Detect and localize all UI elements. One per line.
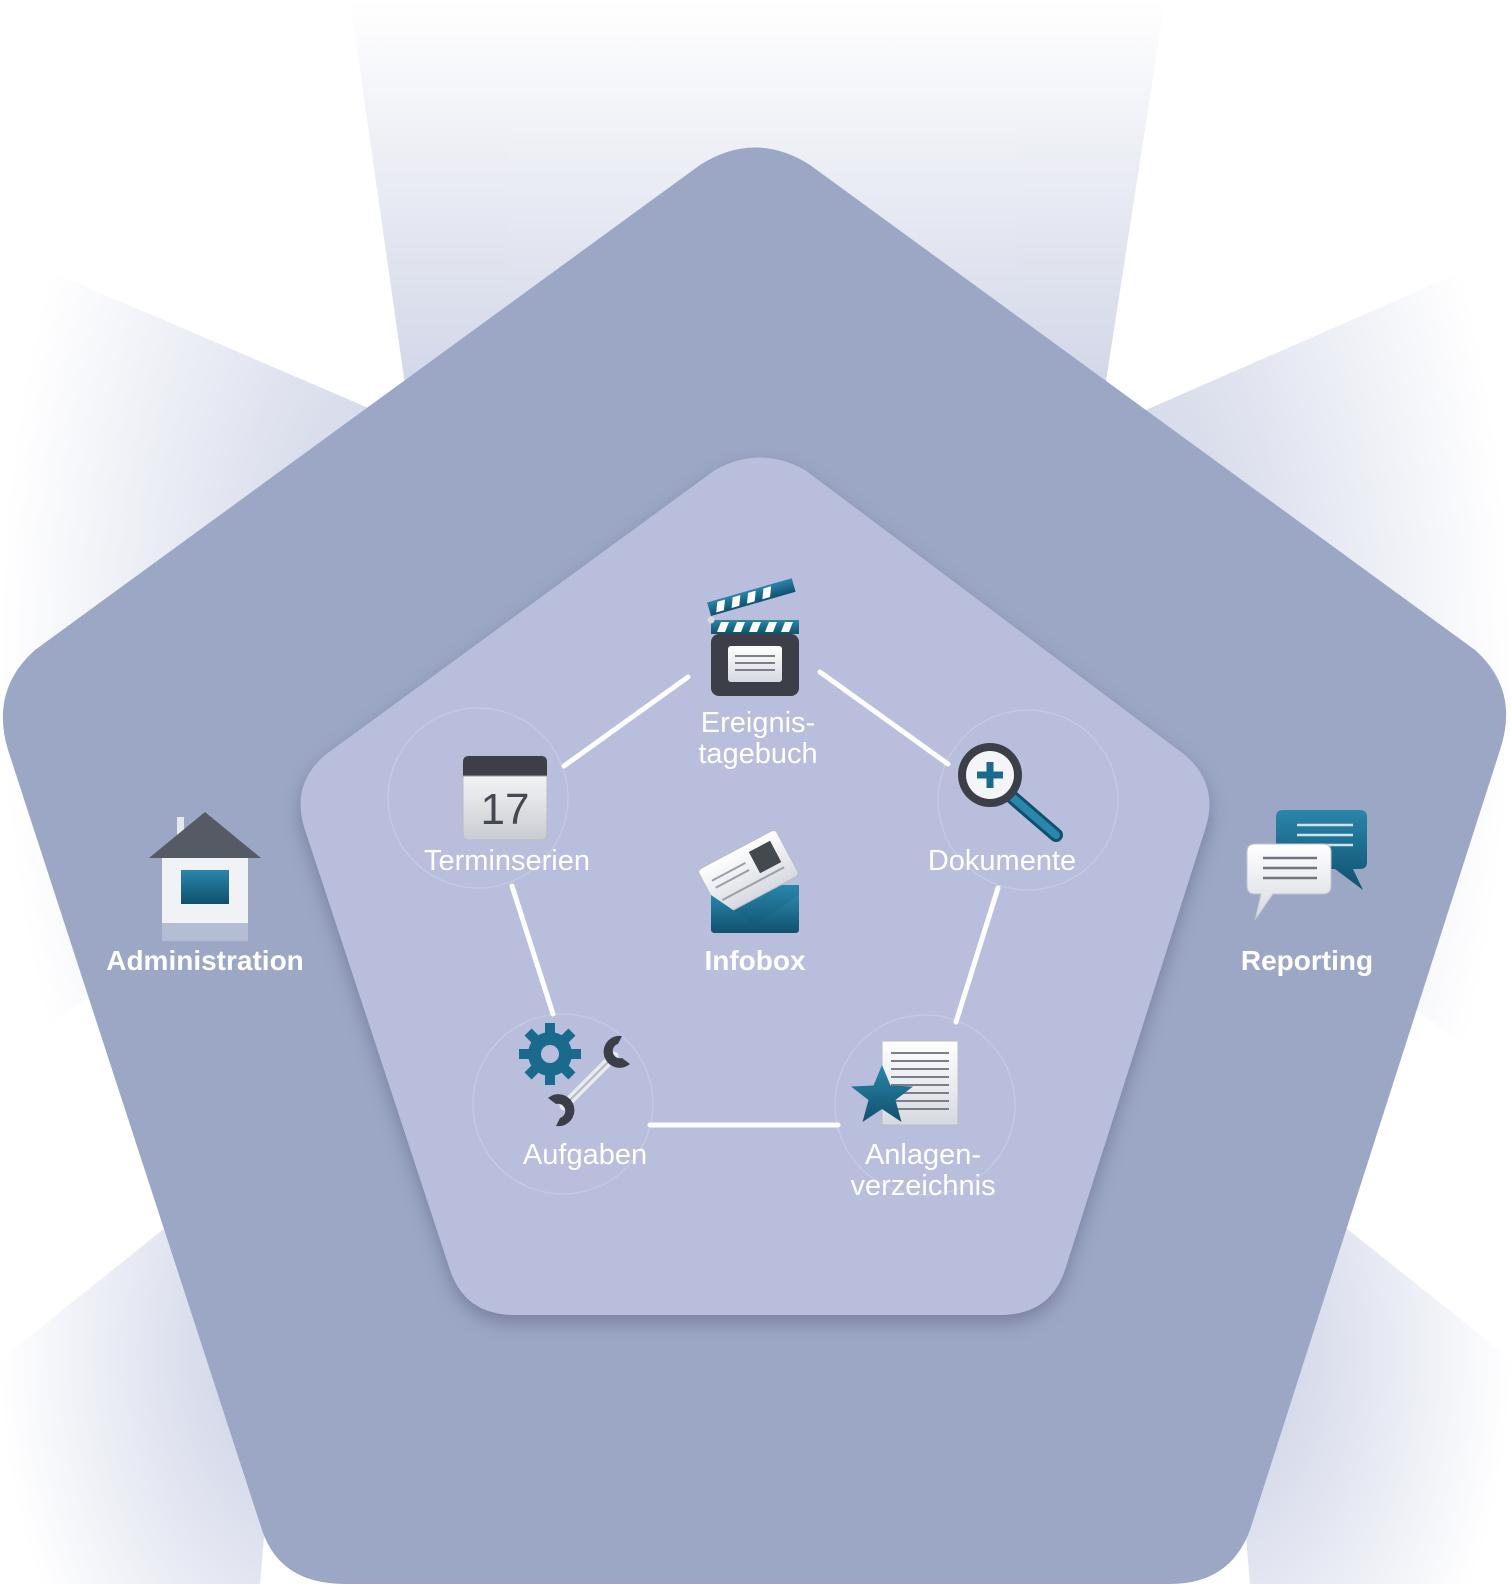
gear-wrench-icon[interactable] bbox=[519, 1023, 630, 1127]
calendar-day-text: 17 bbox=[481, 785, 530, 834]
terminserien-label[interactable]: Terminserien bbox=[424, 845, 590, 877]
speech-bubbles-icon[interactable] bbox=[1246, 810, 1367, 921]
aufgaben-label[interactable]: Aufgaben bbox=[522, 1139, 648, 1171]
magnifier-plus-icon[interactable] bbox=[958, 743, 1063, 842]
anlagenverzeichnis-label[interactable]: Anlagen- verzeichnis bbox=[850, 1140, 995, 1202]
ereignistagebuch-label[interactable]: Ereignis- tagebuch bbox=[698, 708, 817, 770]
reporting-label[interactable]: Reporting bbox=[1240, 945, 1374, 976]
node-halos bbox=[387, 707, 1119, 1196]
infobox-label[interactable]: Infobox bbox=[704, 945, 806, 976]
ereignistagebuch-label-line1: Ereignis- bbox=[700, 707, 816, 739]
calendar-icon[interactable]: 17 bbox=[462, 755, 548, 841]
administration-label[interactable]: Administration bbox=[106, 945, 304, 976]
clapperboard-icon[interactable] bbox=[707, 578, 799, 696]
house-icon[interactable] bbox=[149, 812, 261, 941]
anlagenverzeichnis-label-line2: verzeichnis bbox=[850, 1170, 996, 1202]
connector-terminserien-ereignis bbox=[561, 674, 691, 769]
anlagenverzeichnis-label-line1: Anlagen- bbox=[864, 1139, 982, 1171]
connector-aufgaben-terminserien bbox=[509, 883, 556, 1017]
dokumente-label[interactable]: Dokumente bbox=[927, 845, 1077, 877]
connector-ereignis-dokumente bbox=[817, 669, 951, 767]
ereignistagebuch-label-line2: tagebuch bbox=[698, 738, 818, 770]
connector-dokumente-anlagen bbox=[953, 885, 1001, 1025]
envelope-card-icon[interactable] bbox=[697, 829, 799, 933]
document-star-icon[interactable] bbox=[851, 1040, 959, 1126]
cycle-connectors bbox=[509, 669, 1001, 1128]
